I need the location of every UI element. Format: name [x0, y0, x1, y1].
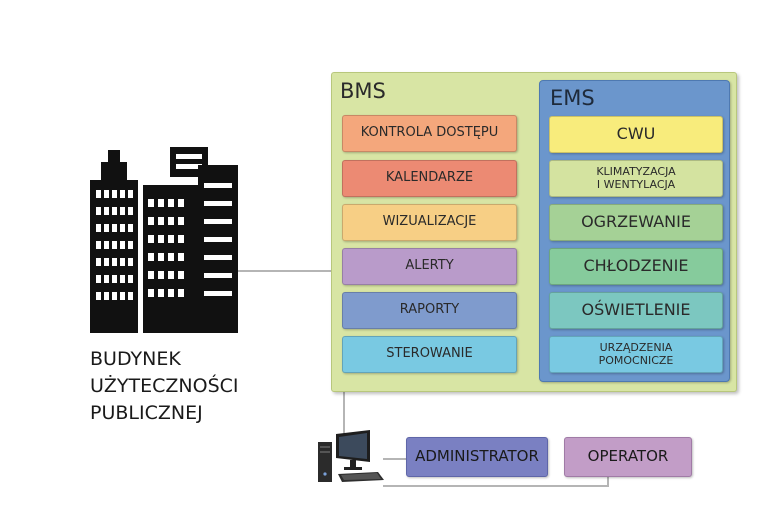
ems-item-chlodzenie[interactable]: CHŁODZENIE	[549, 248, 723, 285]
bms-item-kontrola-dostepu[interactable]: KONTROLA DOSTĘPU	[342, 115, 517, 152]
ems-item-cwu[interactable]: CWU	[549, 116, 723, 153]
operator-label: OPERATOR	[587, 447, 669, 466]
ems-item-label: KLIMATYZACJA I WENTYLACJA	[596, 164, 676, 191]
office-buildings-icon	[88, 145, 240, 333]
building-bms-connector	[238, 270, 332, 272]
bms-item-label: ALERTY	[405, 258, 454, 274]
computer-admin-connector	[383, 458, 407, 460]
bms-item-label: STEROWANIE	[386, 346, 473, 362]
ems-item-label: OGRZEWANIE	[581, 212, 691, 232]
operator-button[interactable]: OPERATOR	[564, 437, 692, 477]
bms-item-kalendarze[interactable]: KALENDARZE	[342, 160, 517, 197]
bms-item-label: WIZUALIZACJE	[382, 214, 477, 230]
ems-item-ogrzewanie[interactable]: OGRZEWANIE	[549, 204, 723, 241]
operator-connector	[607, 477, 609, 487]
building-label-line: UŻYTECZNOŚCI	[90, 375, 239, 397]
bms-computer-connector	[343, 392, 345, 436]
bms-item-label: RAPORTY	[399, 302, 460, 318]
building-label-line: BUDYNEK	[90, 348, 181, 370]
admin-bottom-connector	[383, 485, 609, 487]
administrator-label: ADMINISTRATOR	[415, 447, 539, 466]
ems-item-label: URZĄDZENIA POMOCNICZE	[598, 340, 674, 367]
bms-title: BMS	[340, 79, 386, 103]
ems-item-label: CHŁODZENIE	[583, 256, 689, 276]
ems-item-label: CWU	[616, 124, 656, 144]
building-label-line: PUBLICZNEJ	[90, 402, 203, 424]
ems-item-label: OŚWIETLENIE	[581, 300, 691, 320]
ems-title: EMS	[550, 86, 595, 110]
ems-item-urzadzenia-pomocnicze[interactable]: URZĄDZENIA POMOCNICZE	[549, 336, 723, 373]
desktop-computer-icon	[316, 428, 386, 486]
bms-item-label: KALENDARZE	[385, 170, 474, 186]
bms-item-alerty[interactable]: ALERTY	[342, 248, 517, 285]
bms-item-raporty[interactable]: RAPORTY	[342, 292, 517, 329]
bms-item-label: KONTROLA DOSTĘPU	[360, 125, 499, 141]
building-label: BUDYNEK UŻYTECZNOŚCI PUBLICZNEJ	[90, 346, 239, 427]
ems-item-klimatyzacja-i-wentylacja[interactable]: KLIMATYZACJA I WENTYLACJA	[549, 160, 723, 197]
bms-item-sterowanie[interactable]: STEROWANIE	[342, 336, 517, 373]
bms-item-wizualizacje[interactable]: WIZUALIZACJE	[342, 204, 517, 241]
administrator-button[interactable]: ADMINISTRATOR	[406, 437, 548, 477]
ems-item-oswietlenie[interactable]: OŚWIETLENIE	[549, 292, 723, 329]
